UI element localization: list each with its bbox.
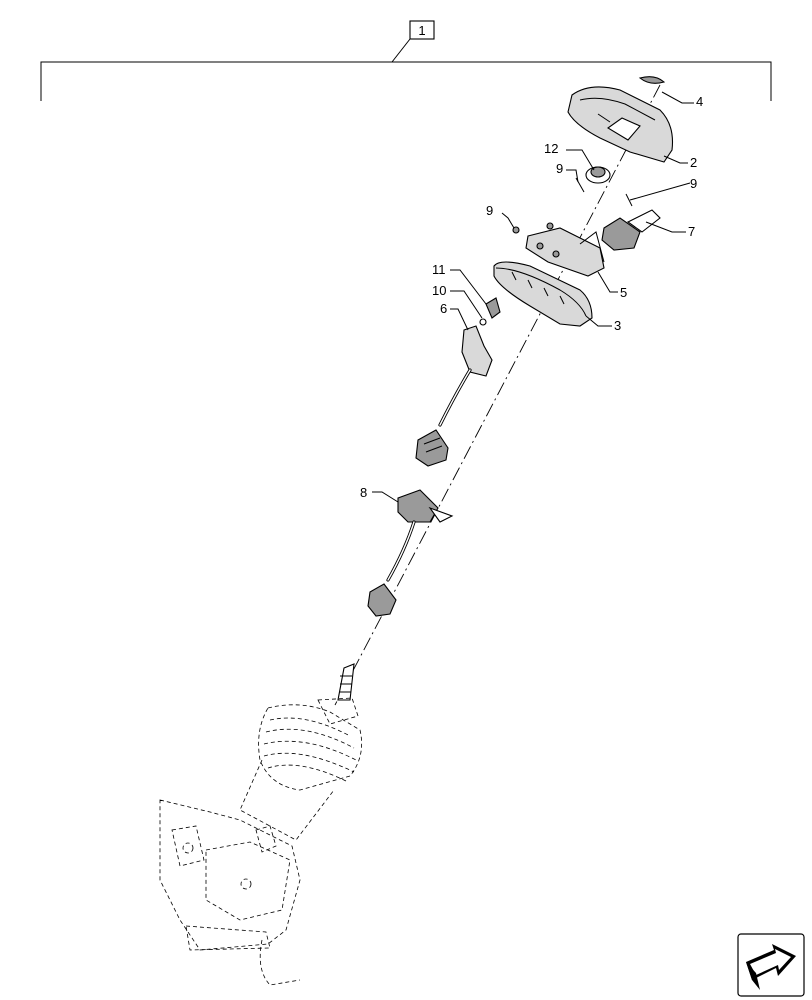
assembly-label: 1 bbox=[418, 23, 425, 38]
part-2-top-cover bbox=[567, 86, 674, 163]
part-6-harness bbox=[415, 325, 493, 467]
callout-12: 12 bbox=[544, 141, 558, 156]
part-7-switch bbox=[601, 209, 661, 251]
callout-4: 4 bbox=[696, 94, 703, 109]
next-page-arrow-icon[interactable] bbox=[737, 933, 805, 997]
callout-9-right: 9 bbox=[690, 176, 697, 191]
callout-9-top: 9 bbox=[556, 161, 563, 176]
callout-8: 8 bbox=[360, 485, 367, 500]
joystick-shaft bbox=[337, 663, 355, 701]
part-8-sensor bbox=[367, 489, 454, 617]
callout-6: 6 bbox=[440, 301, 447, 316]
callout-9-left: 9 bbox=[486, 203, 493, 218]
callout-5: 5 bbox=[620, 285, 627, 300]
part-10-washer bbox=[479, 318, 487, 326]
part-11-clip bbox=[485, 297, 501, 319]
callout-11: 11 bbox=[432, 262, 446, 277]
callout-10: 10 bbox=[432, 283, 446, 298]
part-9-screw-right bbox=[625, 193, 633, 207]
part-3-base-housing bbox=[493, 261, 593, 327]
part-9-screw-left bbox=[512, 222, 554, 234]
callout-3: 3 bbox=[614, 318, 621, 333]
callout-7: 7 bbox=[688, 224, 695, 239]
assembly-bracket: 1 bbox=[40, 20, 772, 101]
assembly-label-box bbox=[409, 20, 435, 40]
callout-2: 2 bbox=[690, 155, 697, 170]
part-12-grommet bbox=[585, 166, 611, 184]
part-4-decal bbox=[638, 76, 666, 84]
joystick-mount-bracket bbox=[159, 799, 301, 986]
joystick-bellows bbox=[239, 697, 363, 841]
part-5-circuit-plate bbox=[525, 227, 605, 277]
